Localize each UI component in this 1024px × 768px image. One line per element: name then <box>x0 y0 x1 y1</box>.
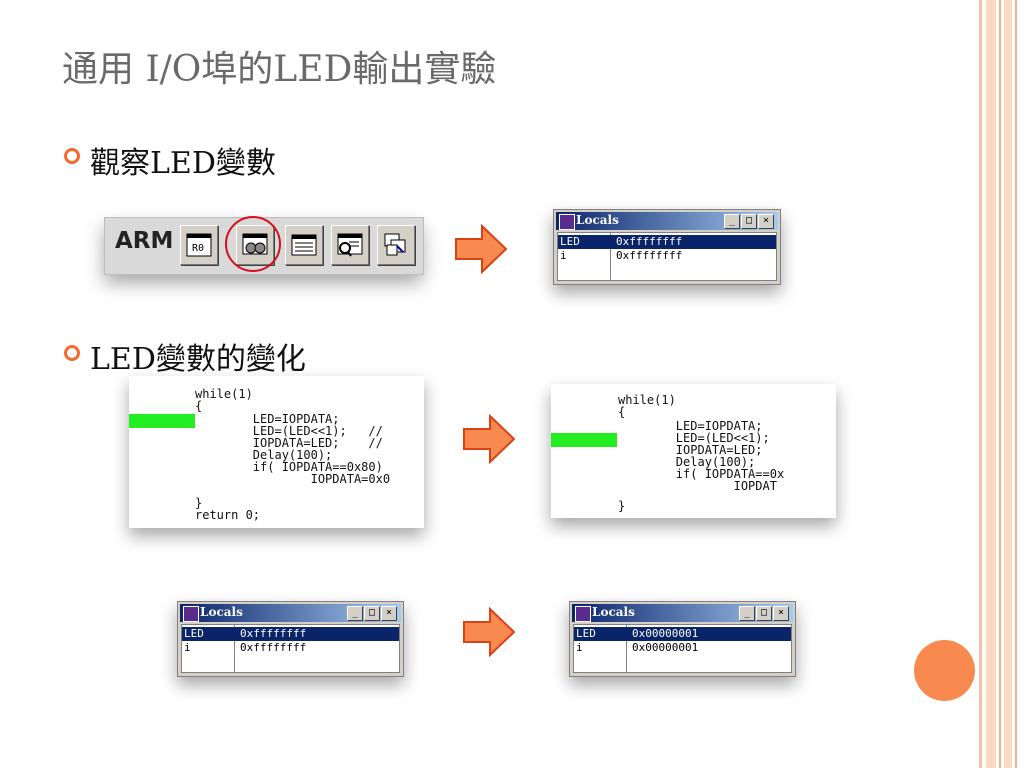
stripe-left <box>979 0 982 768</box>
var-name: LED <box>576 627 596 640</box>
var-value: 0xffffffff <box>616 235 683 248</box>
var-name: i <box>560 249 567 262</box>
slide-title: 通用 I/O埠的LED輸出實驗 <box>62 49 497 90</box>
locals-row-led[interactable]: LED 0xffffffff <box>182 627 399 641</box>
var-value: 0xffffffff <box>240 627 307 640</box>
maximize-button[interactable]: □ <box>364 606 380 621</box>
code-line: while(1) <box>618 393 676 407</box>
bullet-1-marker <box>64 148 80 164</box>
maximize-button[interactable]: □ <box>756 606 772 621</box>
locals-window-top: Locals _□× LED 0xffffffff i 0xffffffff <box>553 209 781 285</box>
var-name: i <box>576 641 583 654</box>
var-value: 0xffffffff <box>616 249 683 262</box>
code-line: LED=(LED<<1); // <box>195 424 383 438</box>
code-line: IOPDATA=LED; // <box>195 436 383 450</box>
disassembly-icon <box>337 233 363 257</box>
column-separator[interactable] <box>610 233 611 280</box>
code-line: Delay(100); <box>618 455 756 469</box>
code-view-right: while(1) { LED=IOPDATA; LED=(LED<<1); IO… <box>551 384 836 518</box>
call-stack-icon <box>384 233 406 256</box>
code-line: while(1) <box>195 387 253 401</box>
current-line-marker <box>129 414 195 428</box>
app-icon <box>559 214 575 230</box>
code-line: if( IOPDATA==0x <box>618 467 785 481</box>
arrow-right-icon <box>463 414 516 464</box>
var-name: i <box>184 641 191 654</box>
registers-icon-label: R0 <box>192 243 204 254</box>
var-value: 0xffffffff <box>240 641 307 654</box>
locals-row-i[interactable]: i 0xffffffff <box>558 249 776 263</box>
registers-button[interactable]: R0 <box>180 225 218 265</box>
code-line: } <box>618 499 626 513</box>
locals-grid: LED 0xffffffff i 0xffffffff <box>557 232 777 281</box>
var-name: LED <box>560 235 580 248</box>
code-line: IOPDATA=0x0 <box>195 472 391 486</box>
code-line: return 0; <box>195 508 261 522</box>
highlight-circle <box>225 216 281 272</box>
code-line: IOPDAT <box>618 479 777 493</box>
code-line: } <box>195 496 203 510</box>
locals-grid: LED 0xffffffff i 0xffffffff <box>181 624 400 673</box>
registers-icon: R0 <box>186 233 212 257</box>
app-icon <box>575 606 591 622</box>
close-button[interactable]: × <box>773 606 789 621</box>
disassembly-button[interactable] <box>331 225 369 265</box>
var-name: LED <box>184 627 204 640</box>
locals-title: Locals <box>592 605 635 619</box>
code-line: if( IOPDATA==0x80) <box>195 460 383 474</box>
code-view-left: while(1) { LED=IOPDATA; LED=(LED<<1); //… <box>129 376 424 528</box>
code-line: LED=IOPDATA; <box>618 419 763 433</box>
bullet-2-marker <box>64 345 80 361</box>
current-line-marker <box>551 433 617 447</box>
locals-grid: LED 0x00000001 i 0x00000001 <box>573 624 792 673</box>
decorative-circle <box>914 640 975 701</box>
bullet-1-text: 觀察LED變數 <box>90 146 276 181</box>
stripe-band <box>986 0 996 768</box>
code-line: { <box>195 399 203 413</box>
stripe-edge <box>1015 0 1017 768</box>
locals-title-bar[interactable]: Locals _□× <box>556 212 778 230</box>
locals-row-i[interactable]: i 0x00000001 <box>574 641 791 655</box>
locals-window-bottom-right: Locals _□× LED 0x00000001 i 0x00000001 <box>569 601 796 677</box>
memory-icon <box>291 234 317 256</box>
var-value: 0x00000001 <box>632 627 699 640</box>
column-separator[interactable] <box>626 625 627 672</box>
close-button[interactable]: × <box>381 606 397 621</box>
bullet-2-text: LED變數的變化 <box>90 342 306 377</box>
arm-label: ARM <box>115 228 174 254</box>
call-stack-button[interactable] <box>377 225 415 265</box>
locals-window-bottom-left: Locals _□× LED 0xffffffff i 0xffffffff <box>177 601 404 677</box>
var-value: 0x00000001 <box>632 641 699 654</box>
arrow-right-icon <box>463 607 516 657</box>
locals-row-led[interactable]: LED 0xffffffff <box>558 235 776 249</box>
stripe-right <box>1004 0 1012 768</box>
code-line: LED=(LED<<1); <box>618 431 770 445</box>
locals-title: Locals <box>200 605 243 619</box>
locals-title: Locals <box>576 213 619 227</box>
column-separator[interactable] <box>234 625 235 672</box>
memory-button[interactable] <box>285 225 323 265</box>
minimize-button[interactable]: _ <box>724 214 740 229</box>
arrow-right-icon <box>455 224 508 274</box>
locals-row-i[interactable]: i 0xffffffff <box>182 641 399 655</box>
minimize-button[interactable]: _ <box>739 606 755 621</box>
maximize-button[interactable]: □ <box>741 214 757 229</box>
minimize-button[interactable]: _ <box>347 606 363 621</box>
code-line: Delay(100); <box>195 448 333 462</box>
locals-title-bar[interactable]: Locals _□× <box>180 604 401 622</box>
app-icon <box>183 606 199 622</box>
close-button[interactable]: × <box>758 214 774 229</box>
stripe-thin <box>999 0 1001 768</box>
code-line: LED=IOPDATA; <box>195 412 340 426</box>
locals-title-bar[interactable]: Locals _□× <box>572 604 793 622</box>
code-line: { <box>618 405 626 419</box>
code-line: IOPDATA=LED; <box>618 443 763 457</box>
locals-row-led[interactable]: LED 0x00000001 <box>574 627 791 641</box>
